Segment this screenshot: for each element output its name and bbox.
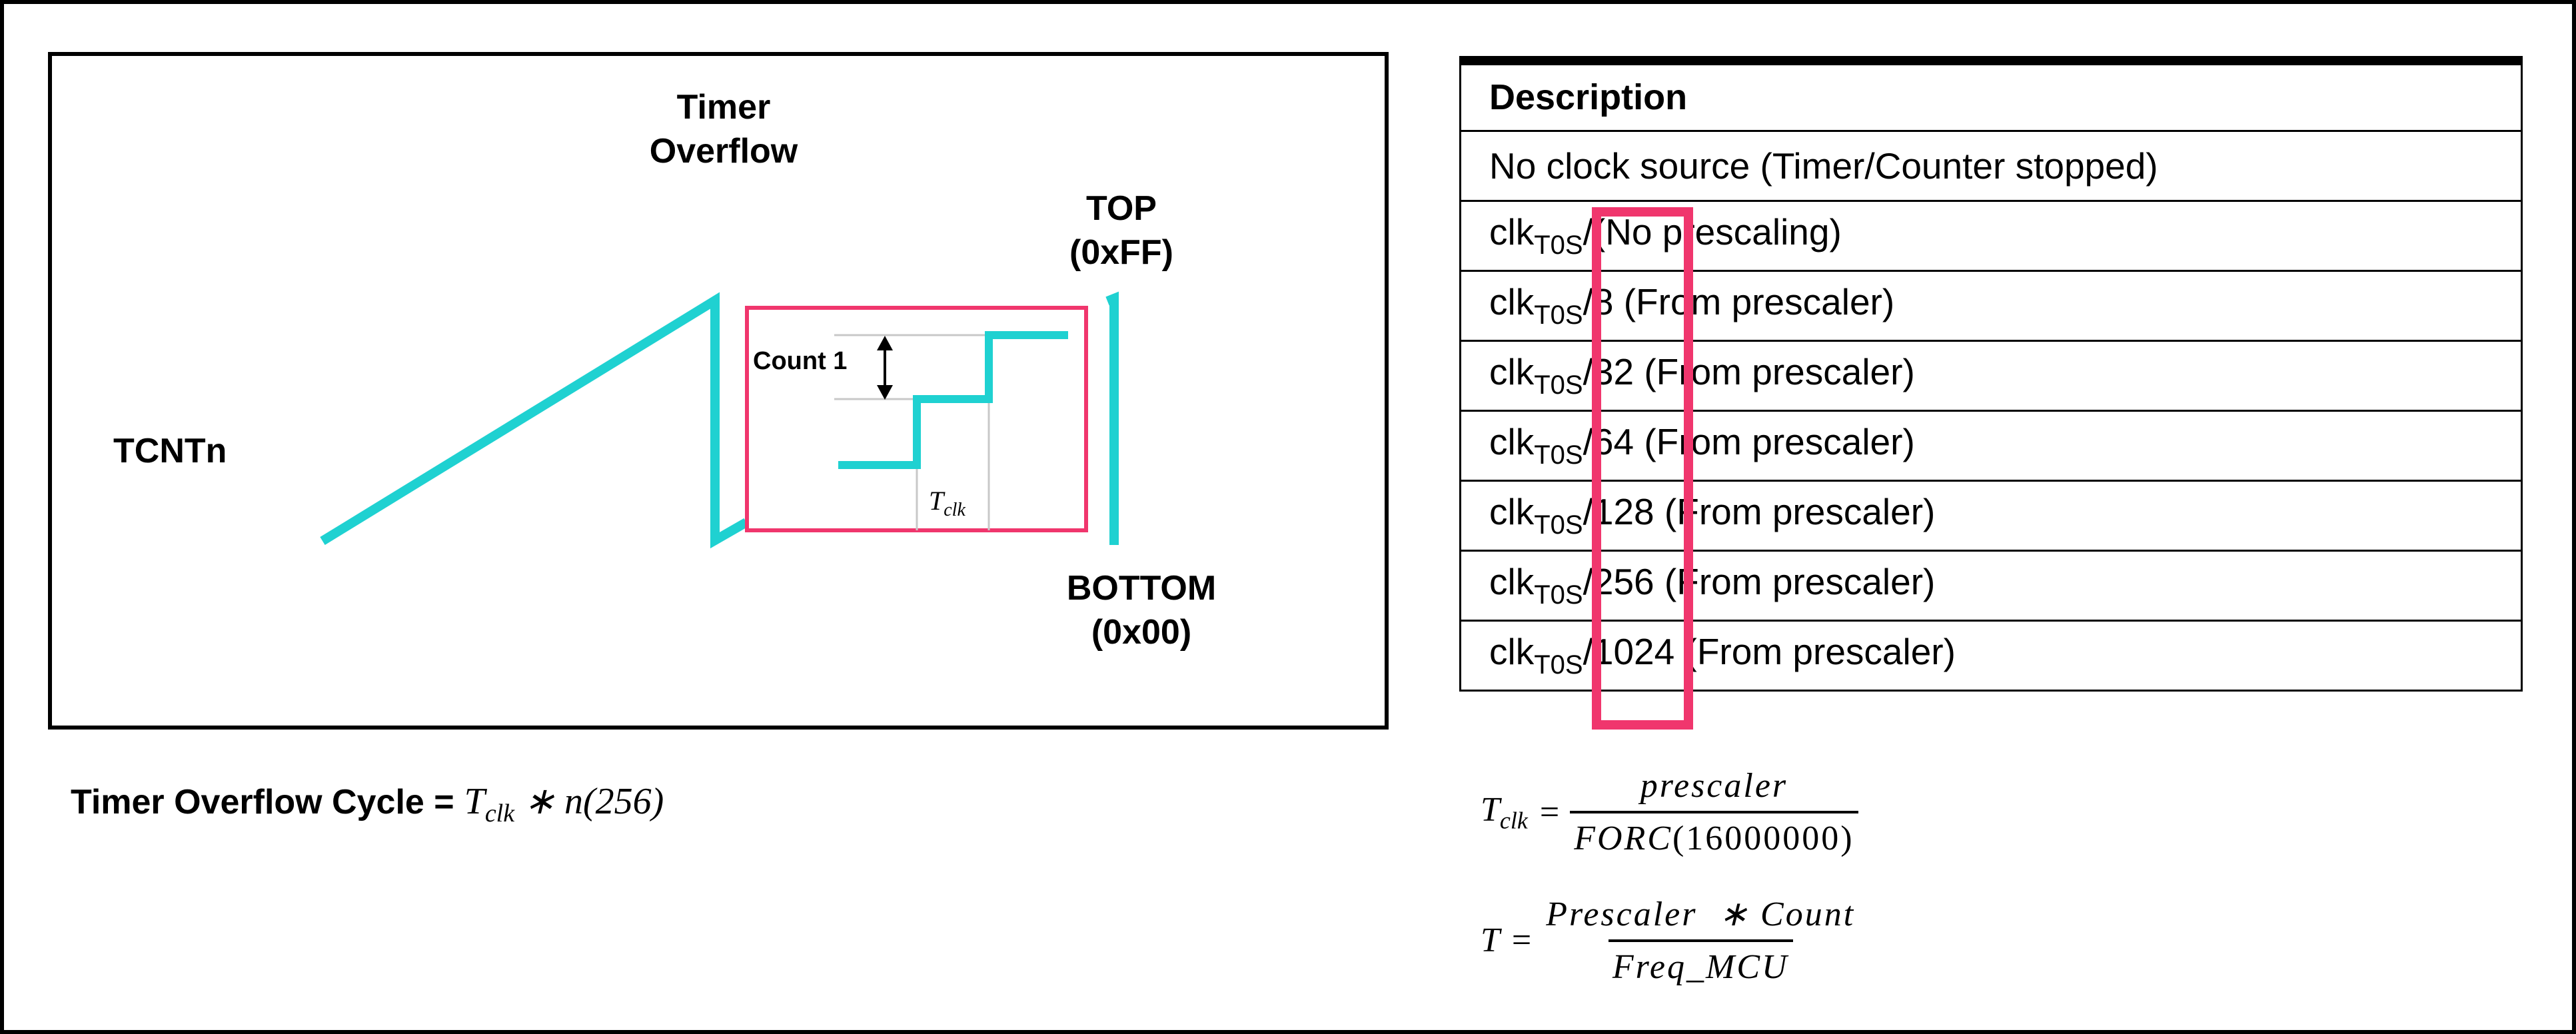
timer-diagram: Timer Overflow TOP (0xFF) BOTTOM (0x00) … [48,52,1389,730]
table-row: clkT0S/128 (From prescaler) [1459,479,2523,552]
timer-overflow-label: Timer Overflow [649,88,798,171]
divisor-highlight-box [1592,207,1693,730]
tclk-denominator: FORC(16000000) [1570,811,1858,858]
overflow-cycle-label: Timer Overflow Cycle = [71,783,454,821]
table-row: No clock source (Timer/Counter stopped) [1459,129,2523,202]
table-row: clkT0S/64 (From prescaler) [1459,409,2523,482]
table-cell-description: clkT0S/128 (From prescaler) [1459,479,2523,552]
table-cell-description: clkT0S/64 (From prescaler) [1459,409,2523,482]
t-denominator: Freq_MCU [1608,939,1793,987]
table-header-row: Description [1459,59,2523,132]
table-cell-description: clkT0S/8 (From prescaler) [1459,269,2523,342]
count-label: Count 1 [753,347,848,375]
bottom-label: BOTTOM (0x00) [1066,569,1217,652]
table-cell-description: clkT0S/32 (From prescaler) [1459,339,2523,412]
sawtooth-waveform [320,292,749,549]
count-arrow-down [877,385,893,400]
table-row: clkT0S/8 (From prescaler) [1459,269,2523,342]
table-cell-description: No clock source (Timer/Counter stopped) [1459,129,2523,202]
t-formula: T = Prescaler ∗ Count Freq_MCU [1481,894,1859,987]
table-row: clkT0S/1024 (From prescaler) [1459,619,2523,692]
overflow-cycle-formula: Timer Overflow Cycle = Tclk ∗ n(256) [71,778,664,837]
table-header-description: Description [1459,59,2523,132]
tclk-numerator: prescaler [1640,767,1788,805]
table-cell-description: clkT0S/1024 (From prescaler) [1459,619,2523,692]
table-row: clkT0S/256 (From prescaler) [1459,549,2523,622]
tcntn-label: TCNTn [113,432,227,470]
table-row: clkT0S/32 (From prescaler) [1459,339,2523,412]
top-label: TOP (0xFF) [1069,189,1173,272]
timer-waveform-svg [320,291,1119,549]
tclk-formula: Tclk = prescaler FORC(16000000) [1481,766,1858,858]
tclk-label: Tclk [929,486,966,520]
table-cell-description: clkT0S/256 (From prescaler) [1459,549,2523,622]
staircase-waveform [838,331,1068,469]
t-numerator: Prescaler ∗ Count [1546,895,1856,933]
count-arrow-up [877,336,893,350]
next-ramp [1105,291,1119,545]
overflow-cycle-expression: Tclk ∗ n(256) [464,781,664,828]
